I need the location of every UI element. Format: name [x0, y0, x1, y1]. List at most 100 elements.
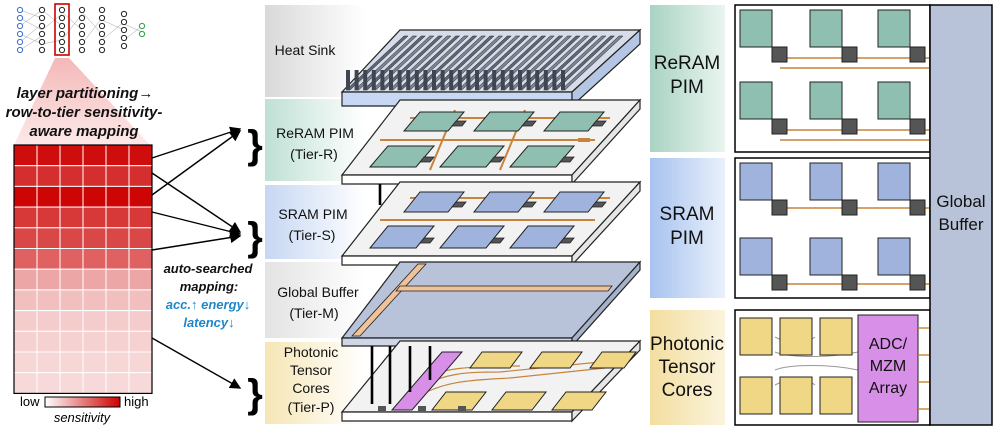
heatmap-cell [105, 372, 130, 394]
tier-s-sub: (Tier-S) [289, 227, 336, 243]
heatmap-cell [105, 289, 130, 312]
heatmap-cell [128, 144, 153, 167]
heatmap-cell [128, 227, 153, 250]
tier-r-layer [340, 98, 642, 186]
heat-sink-fin-face [389, 70, 393, 90]
heatmap-cell [13, 268, 38, 291]
heatmap-cell [128, 268, 153, 291]
heat-sink-fin-face [526, 70, 531, 90]
heatmap-cell [13, 248, 38, 270]
heatmap-cell [13, 330, 38, 353]
heatmap-cell [82, 372, 107, 394]
heatmap-cell [13, 206, 38, 229]
heat-sink-fin-face [492, 70, 497, 90]
heatmap-cell [82, 268, 107, 291]
heatmap-cell [128, 248, 153, 270]
sensitivity-legend: low high sensitivity [20, 394, 149, 425]
heatmap-cell [105, 165, 130, 187]
heatmap-cell [105, 248, 130, 270]
heatmap-cell [36, 310, 61, 332]
heatmap-cell [105, 351, 130, 374]
tier-p-line4: (Tier-P) [288, 399, 335, 415]
caption-line3: aware mapping [29, 123, 138, 140]
heatmap-cell [82, 185, 107, 208]
heatmap-cell [82, 206, 107, 229]
heatmap-cell [105, 330, 130, 353]
partition-cone [14, 58, 150, 145]
heatmap-cell [36, 227, 61, 250]
brace-reram: } [247, 123, 263, 167]
heatmap-cell [59, 351, 84, 374]
brace-photonic: } [247, 372, 263, 416]
heatmap-cell [59, 185, 84, 208]
heatmap-cell [105, 185, 130, 208]
tier-m-layer [340, 260, 642, 348]
tier-s-label: SRAM PIM [278, 206, 347, 222]
heatmap-cell [36, 206, 61, 229]
heatmap-cell [36, 248, 61, 270]
legend-high-label: high [124, 394, 149, 409]
heat-sink-fin-face [346, 70, 350, 90]
sensitivity-heatmap [13, 144, 153, 394]
heat-sink-label: Heat Sink [275, 42, 337, 58]
mapping-metrics-line2: latency↓ [183, 315, 234, 330]
heatmap-cell [128, 289, 153, 312]
heat-sink-fin-face [432, 70, 436, 90]
adc-line3: Array [869, 380, 907, 397]
heat-sink-fin-face [552, 70, 557, 90]
neural-network-icon [16, 3, 146, 56]
right-sram-line1: SRAM [660, 204, 715, 225]
global-buffer-column [929, 4, 993, 426]
heatmap-cell [13, 165, 38, 187]
heatmap-cell [59, 206, 84, 229]
adc-line1: ADC/ [869, 336, 908, 353]
heatmap-border [13, 144, 153, 394]
heat-sink-fin-face [561, 70, 565, 90]
sram-band [265, 185, 365, 259]
heat-sink-fin-face [440, 70, 445, 90]
brace-sram: } [247, 215, 263, 259]
heatmap-cell [82, 289, 107, 312]
heat-sink-fin-face [406, 70, 411, 90]
tier-p-line2: Tensor [290, 362, 332, 378]
right-reram-band [650, 5, 725, 152]
heat-sink-fin-face [518, 70, 522, 90]
heatmap-cell [13, 144, 38, 167]
right-ptc-line2: Tensor [658, 357, 716, 378]
right-reram-line1: ReRAM [654, 53, 721, 74]
tier-s-layer [340, 180, 642, 267]
adc-line2: MZM [870, 358, 906, 375]
heat-sink-fin-face [423, 70, 428, 90]
tier-p-line3: Cores [292, 380, 329, 396]
heatmap-cell [36, 185, 61, 208]
heatmap-cell [59, 289, 84, 312]
legend-gradient-bar [44, 396, 121, 408]
heat-sink-fin-face [371, 70, 376, 90]
heatmap-cell [105, 310, 130, 332]
heatmap-cell [128, 330, 153, 353]
buffer-band [265, 262, 365, 338]
right-sram-line2: PIM [670, 228, 704, 249]
mapping-label-line2: mapping: [180, 279, 239, 294]
heatmap-cell [128, 206, 153, 229]
tier-p-line1: Photonic [284, 344, 338, 360]
heat-sink-fin-face [363, 70, 368, 90]
heatmap-cell [59, 165, 84, 187]
tsv-m-p [370, 346, 432, 404]
heat-sink [340, 28, 642, 108]
heatmap-cell [128, 310, 153, 332]
heatmap-cell [82, 144, 107, 167]
heat-sink-fins [345, 35, 624, 91]
heat-sink-fin-face [466, 70, 471, 90]
heatmap-cell [36, 289, 61, 312]
photonic-tile-grid: ADC/ MZM Array [734, 309, 931, 426]
global-buffer-line1: Global [936, 192, 985, 211]
mapping-metrics-line1: acc.↑ energy↓ [166, 297, 251, 312]
selected-layer-highlight [54, 3, 70, 56]
heatmap-cell [36, 351, 61, 374]
heat-sink-fin-face [414, 70, 419, 90]
tier-r-label: ReRAM PIM [276, 125, 354, 141]
heatmap-cell [13, 372, 38, 394]
heat-sink-fin-face [500, 70, 505, 90]
heatmap-cell [36, 268, 61, 291]
